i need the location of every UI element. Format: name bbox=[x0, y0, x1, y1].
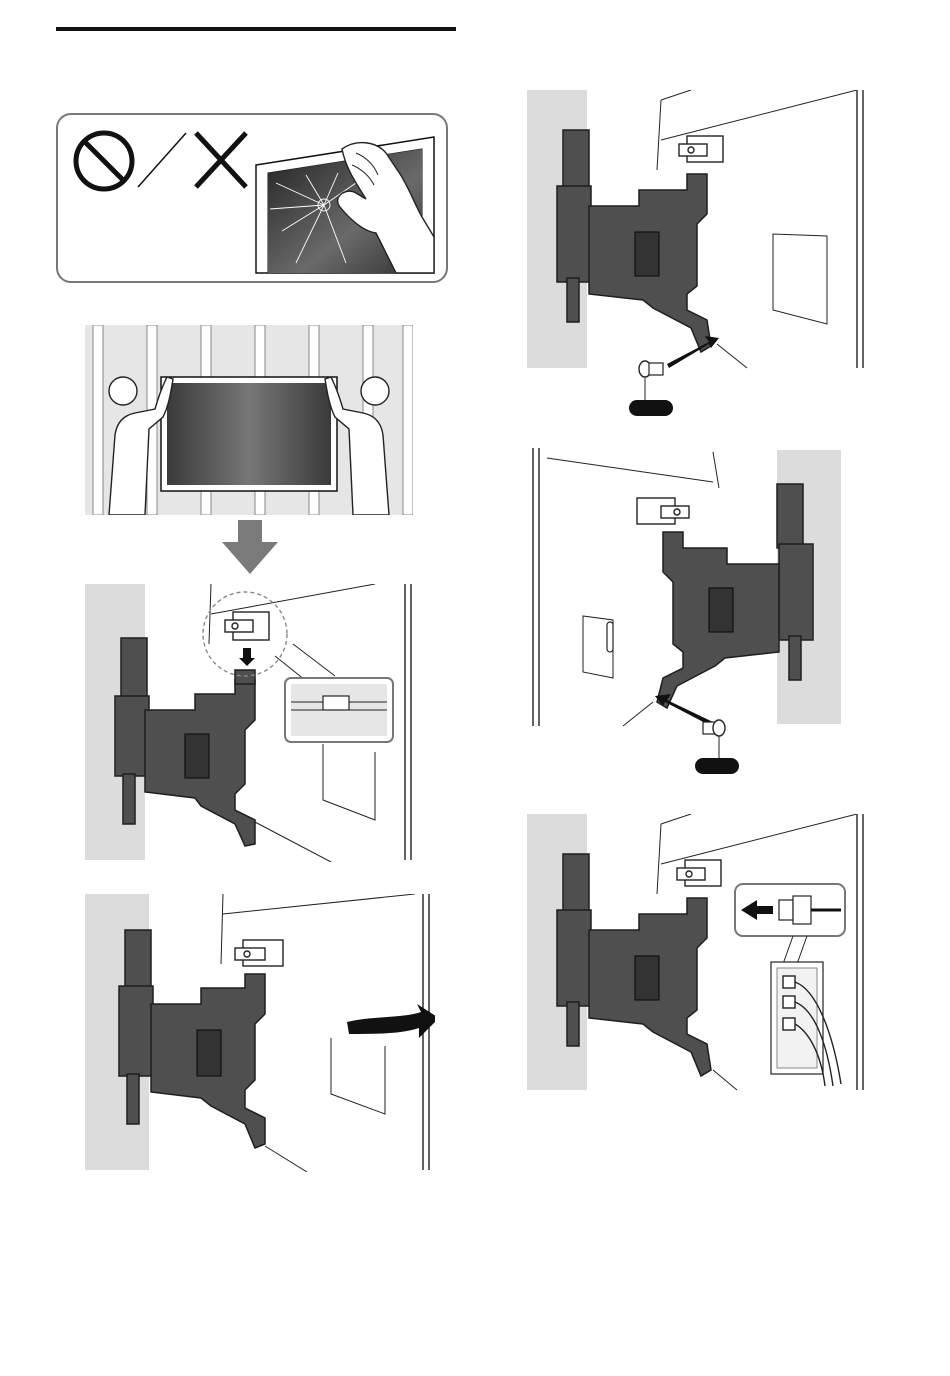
mounting-hook bbox=[637, 498, 689, 524]
zoom-inset bbox=[285, 678, 393, 742]
step-screw-left bbox=[527, 90, 871, 416]
warning-panel bbox=[56, 113, 448, 283]
step-lift-tv bbox=[85, 325, 413, 515]
mounting-hook bbox=[679, 136, 723, 162]
down-arrow-icon bbox=[222, 520, 278, 574]
step-connect-cables bbox=[527, 814, 871, 1092]
step-screw-right bbox=[527, 448, 845, 778]
step-hook-tv bbox=[85, 584, 419, 862]
step-close-arm bbox=[85, 894, 435, 1172]
mounting-hook bbox=[677, 860, 721, 886]
screw-icon bbox=[639, 361, 663, 377]
part-badge bbox=[695, 758, 739, 774]
mounting-hook bbox=[235, 940, 283, 966]
hdmi-port-panel bbox=[771, 962, 841, 1086]
hdmi-connector-inset bbox=[735, 884, 845, 936]
swing-arrow-icon bbox=[347, 1004, 435, 1038]
mounting-hook-detail bbox=[203, 592, 287, 676]
part-badge bbox=[629, 400, 673, 416]
tv-panel bbox=[161, 377, 337, 491]
screw-icon bbox=[703, 720, 725, 736]
header-rule bbox=[56, 27, 456, 31]
